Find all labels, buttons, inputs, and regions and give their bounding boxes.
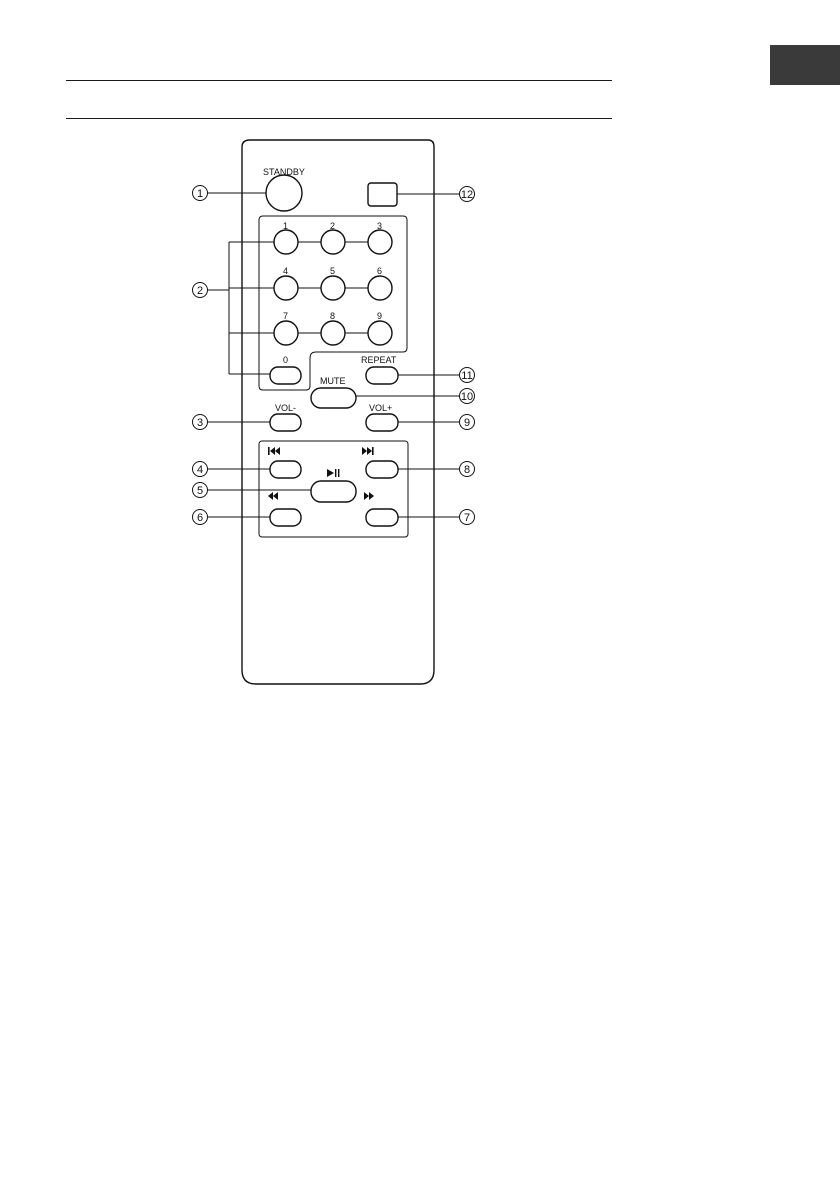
digit-1-button[interactable]: [274, 230, 298, 254]
callout-5: 5: [197, 485, 203, 497]
skip-back-button[interactable]: [270, 461, 301, 478]
digit-8-button[interactable]: [321, 321, 345, 345]
repeat-label: REPEAT: [361, 355, 397, 365]
rewind-button[interactable]: [270, 509, 301, 526]
callout-9: 9: [464, 417, 470, 429]
repeat-button[interactable]: [366, 367, 398, 384]
callout-8: 8: [464, 464, 470, 476]
digit-7-button[interactable]: [274, 321, 298, 345]
remote-body: [242, 140, 434, 684]
callout-12: 12: [461, 189, 473, 201]
digit-7-label: 7: [283, 311, 288, 321]
digit-3-button[interactable]: [368, 230, 392, 254]
vol-minus-button[interactable]: [270, 414, 301, 431]
standby-button[interactable]: [266, 175, 302, 211]
skip-back-icon: [268, 447, 280, 455]
digit-4-label: 4: [283, 266, 288, 276]
digit-0-label: 0: [283, 355, 288, 365]
callout-4: 4: [197, 464, 203, 476]
vol-plus-button[interactable]: [366, 414, 398, 431]
mute-button[interactable]: [311, 388, 356, 408]
play-pause-button[interactable]: [311, 481, 356, 502]
vol-plus-label: VOL+: [369, 403, 392, 413]
digit-5-button[interactable]: [321, 276, 345, 300]
digit-6-label: 6: [377, 266, 382, 276]
fast-forward-button[interactable]: [366, 509, 398, 526]
rewind-icon: [268, 492, 278, 500]
digit-5-label: 5: [330, 266, 335, 276]
mute-label: MUTE: [320, 376, 346, 386]
digit-6-button[interactable]: [368, 276, 392, 300]
top-right-button[interactable]: [368, 183, 397, 206]
fast-forward-icon: [364, 492, 374, 500]
callout-7: 7: [464, 512, 470, 524]
skip-forward-button[interactable]: [366, 461, 398, 478]
digit-4-button[interactable]: [274, 276, 298, 300]
digit-2-button[interactable]: [321, 230, 345, 254]
play-pause-icon: [327, 469, 339, 477]
digit-9-label: 9: [377, 311, 382, 321]
callout-1: 1: [197, 188, 203, 200]
callout-11: 11: [461, 370, 472, 382]
callout-2: 2: [197, 285, 203, 297]
digit-9-button[interactable]: [368, 321, 392, 345]
skip-forward-icon: [362, 447, 374, 455]
callout-6: 6: [197, 512, 203, 524]
vol-minus-label: VOL-: [275, 403, 296, 413]
digit-8-label: 8: [330, 311, 335, 321]
callout-10: 10: [461, 391, 473, 403]
digit-0-button[interactable]: [270, 367, 301, 384]
callout-3: 3: [197, 417, 203, 429]
